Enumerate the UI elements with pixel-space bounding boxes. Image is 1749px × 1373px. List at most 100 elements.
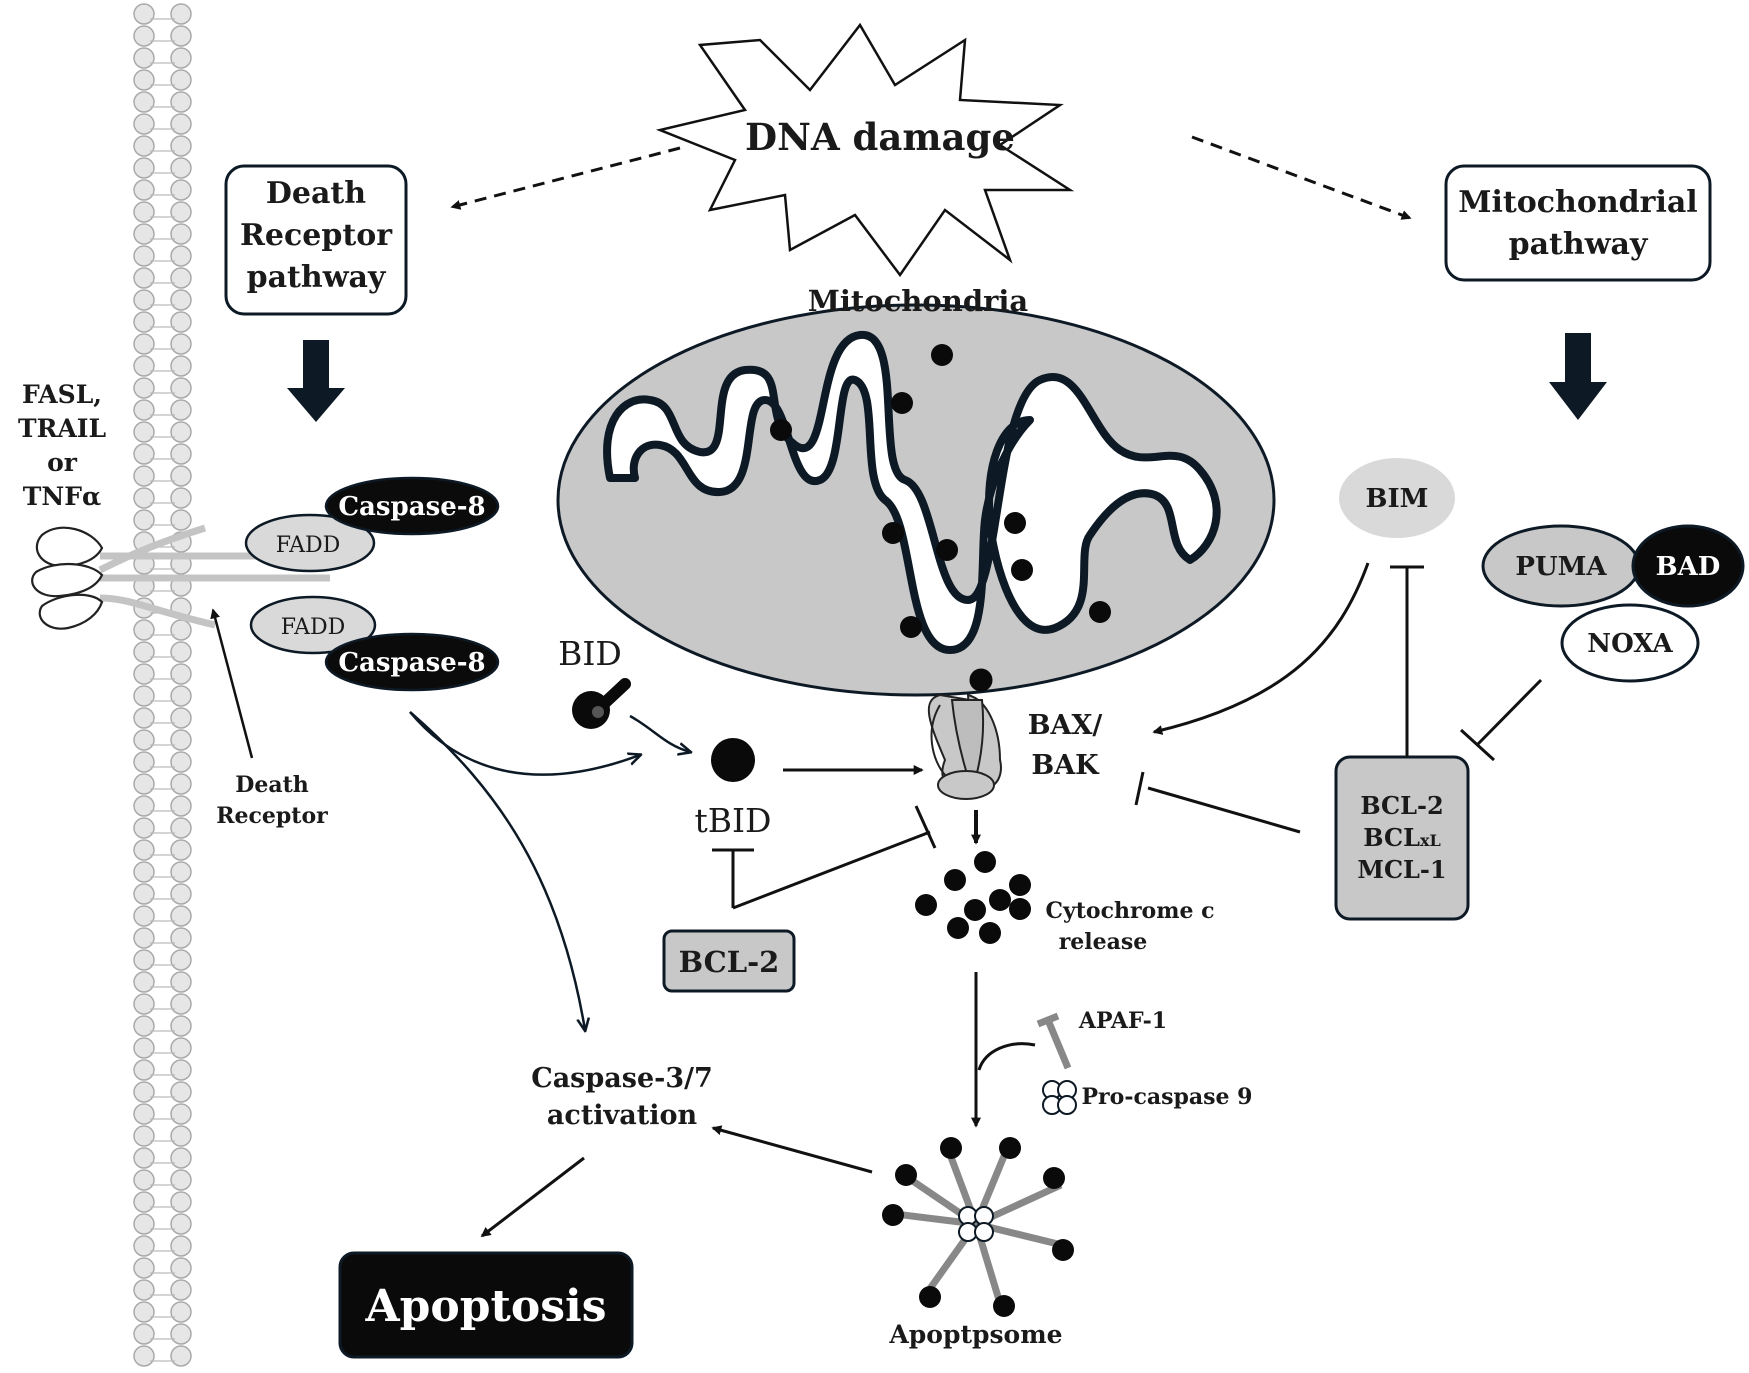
disc-complex: Caspase-8 FADD FADD Caspase-8 (244, 476, 500, 692)
lipid-head (170, 355, 192, 377)
lipid-head (133, 267, 155, 289)
apoptosome-caspase-dot (999, 1137, 1021, 1159)
lipid-head (170, 883, 192, 905)
lipid-head (170, 949, 192, 971)
lipid-head (133, 817, 155, 839)
lipid-head (170, 1059, 192, 1081)
death-receptor-label-line-1: Death (235, 772, 309, 798)
lipid-head (133, 1081, 155, 1103)
lipid-head (170, 773, 192, 795)
lipid-head (133, 839, 155, 861)
anti-apoptotic-box (1334, 755, 1470, 921)
lipid-head (133, 3, 155, 25)
lipid-head (170, 157, 192, 179)
lipid-head (133, 619, 155, 641)
tbid-label: tBID (694, 801, 771, 840)
apoptosome-caspase-dot (895, 1164, 917, 1186)
lipid-head (170, 1279, 192, 1301)
lipid-head (170, 619, 192, 641)
lipid-head (170, 795, 192, 817)
lipid-head (133, 905, 155, 927)
lipid-head (133, 201, 155, 223)
lipid-head (133, 443, 155, 465)
noxa-label: NOXA (1587, 629, 1673, 659)
lipid-head (170, 487, 192, 509)
apoptosome-caspase-dot (919, 1286, 941, 1308)
apaf1-icon (1036, 1012, 1072, 1070)
lipid-head (170, 971, 192, 993)
mp-line-1: Mitochondrial (1458, 185, 1697, 220)
lipid-head (133, 47, 155, 69)
apoptosome-core (974, 1222, 994, 1242)
cytochrome-c-dot (964, 899, 986, 921)
cytc-line-2: release (1059, 929, 1148, 955)
puma-label: PUMA (1515, 552, 1607, 582)
lipid-head (170, 47, 192, 69)
lipid-head (133, 927, 155, 949)
mp-down-arrow (1549, 333, 1607, 420)
apaf1-join-curve (977, 1042, 1036, 1071)
lipid-head (170, 509, 192, 531)
lipid-head (170, 905, 192, 927)
cytochrome-c-dots (915, 851, 1031, 944)
ligand-line-1: FASL, (22, 380, 102, 409)
cristae-dot (1089, 601, 1111, 623)
cytochrome-c-dot (974, 851, 996, 873)
fadd-bottom-label: FADD (281, 615, 346, 640)
lipid-head (170, 25, 192, 47)
apoptosis-label: Apoptosis (365, 1281, 607, 1332)
lipid-head (170, 465, 192, 487)
anti-apoptotic-line-2: BCLxL (1363, 823, 1441, 852)
lipid-head (133, 707, 155, 729)
lipid-head (170, 421, 192, 443)
bim-label: BIM (1366, 484, 1429, 514)
caspase8-top (324, 476, 500, 536)
bid-molecule (572, 678, 631, 729)
lipid-head (133, 663, 155, 685)
lipid-head (133, 1147, 155, 1169)
caspase8-to-caspase37-arrow (409, 711, 585, 1030)
mp-line-2: pathway (1509, 227, 1649, 262)
lipid-head (133, 1103, 155, 1125)
ligand-line-3: or (47, 448, 78, 477)
cytochrome-c-dot (989, 889, 1011, 911)
apoptosome-label: Apoptpsome (888, 1320, 1062, 1349)
cytochrome-c-dot (1009, 874, 1031, 896)
lipid-head (170, 729, 192, 751)
lipid-head (170, 3, 192, 25)
cytochrome-c-dot (947, 917, 969, 939)
lipid-head (133, 971, 155, 993)
lipid-head (170, 333, 192, 355)
lipid-head (170, 113, 192, 135)
lipid-head (170, 993, 192, 1015)
lipid-head (133, 421, 155, 443)
lipid-head (170, 223, 192, 245)
cytochrome-c-dot (979, 922, 1001, 944)
lipid-head (133, 91, 155, 113)
cytochrome-c-dot (915, 894, 937, 916)
lipid-head (170, 1257, 192, 1279)
lipid-head (170, 817, 192, 839)
bcl2-box-label: BCL-2 (679, 945, 780, 979)
apoptosome-caspase-dot (1043, 1167, 1065, 1189)
lipid-head (170, 69, 192, 91)
lipid-head (170, 1213, 192, 1235)
dna-damage-label: DNA damage (745, 115, 1015, 159)
lipid-head (170, 839, 192, 861)
lipid-head (170, 267, 192, 289)
procaspase9-label: Pro-caspase 9 (1082, 1084, 1253, 1110)
lipid-head (133, 1323, 155, 1345)
lipid-head (133, 135, 155, 157)
dna-to-mitochondrial-arrow (1191, 135, 1412, 220)
apaf1-label: APAF-1 (1078, 1008, 1167, 1034)
cristae-dot (882, 522, 904, 544)
lipid-head (133, 1301, 155, 1323)
apoptosome-to-caspase37-arrow (711, 1125, 873, 1174)
lipid-head (133, 1345, 155, 1367)
mitochondria-label: Mitochondria (808, 284, 1029, 318)
lipid-head (170, 1169, 192, 1191)
lipid-head (133, 465, 155, 487)
lipid-head (133, 883, 155, 905)
bax-bak-line-1: BAX/ (1028, 710, 1103, 741)
drp-line-3: pathway (247, 260, 387, 295)
